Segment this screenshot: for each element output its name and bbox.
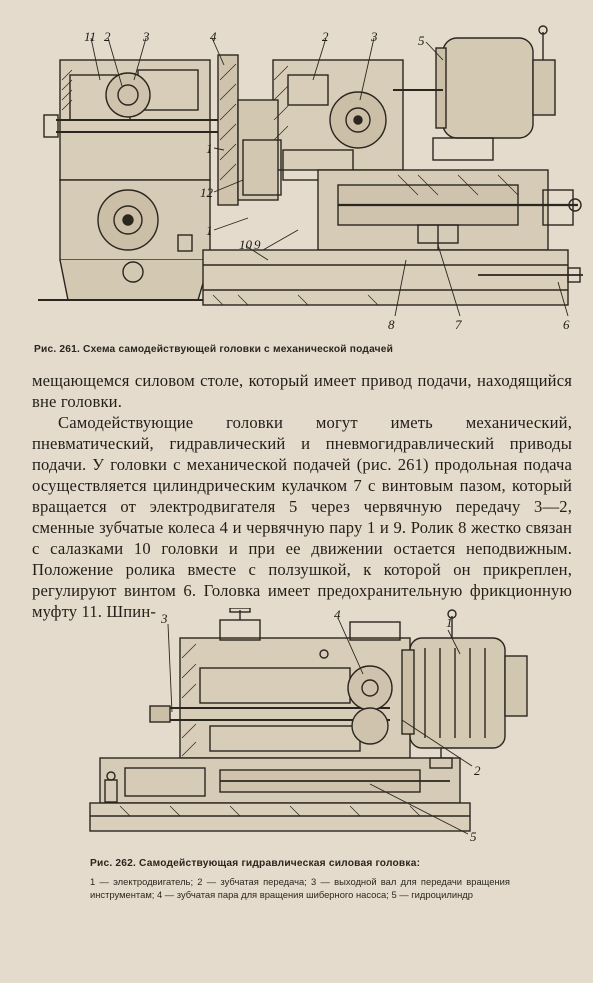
fig262-callout-5: 5 [470, 829, 477, 844]
fig261-callout-6: 6 [563, 317, 570, 332]
fig262-callout-1: 1 [446, 615, 453, 630]
body-text: мещающемся силовом столе, который имеет … [32, 370, 572, 622]
fig261-callout-2-left: 2 [104, 29, 111, 44]
fig261-callout-3-right: 3 [371, 29, 378, 44]
fig261-callout-1-upper: 1 [206, 141, 213, 156]
figure-261-caption: Рис. 261. Схема самодействующей головки … [34, 344, 394, 355]
figure-262-legend: 1 — электродвигатель; 2 — зубчатая перед… [90, 876, 510, 901]
paragraph-feed-drives: Самодействующие головки могут иметь меха… [32, 413, 572, 621]
figure-262-caption: Рис. 262. Самодействующая гидравлическая… [90, 858, 421, 869]
fig261-callout-5: 5 [418, 33, 425, 48]
fig261-callout-4: 4 [210, 29, 217, 44]
fig261-callout-7: 7 [455, 317, 462, 332]
fig261-callout-1-lower: 1 [206, 223, 213, 238]
fig261-callout-9: 9 [254, 237, 261, 252]
fig261-callout-12: 12 [200, 185, 213, 200]
fig262-callout-4: 4 [334, 607, 341, 622]
figure-261-svg [38, 25, 583, 317]
fig261-callout-10: 10 [239, 237, 252, 252]
fig261-callout-8: 8 [388, 317, 395, 332]
fig261-callout-3-left: 3 [143, 29, 150, 44]
figure-262-svg [89, 608, 528, 835]
figure-262-drawing [80, 608, 535, 850]
figure-262-legend-text: 1 — электродвигатель; 2 — зубчатая перед… [90, 876, 510, 900]
figure-261-drawing [38, 20, 590, 330]
paragraph-continuation: мещающемся силовом столе, который имеет … [32, 371, 572, 411]
fig262-callout-2: 2 [474, 763, 481, 778]
fig261-callout-11: 11 [84, 29, 97, 44]
fig261-callout-2-right: 2 [322, 29, 329, 44]
fig262-callout-3: 3 [161, 611, 168, 626]
